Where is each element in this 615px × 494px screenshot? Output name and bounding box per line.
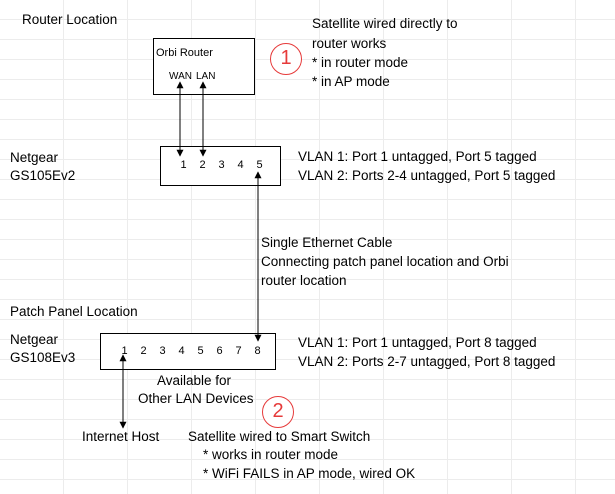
switch1-port-3: 3 <box>218 159 225 171</box>
switch2-port-4: 4 <box>178 345 185 357</box>
switch1-ports: 1 2 3 4 5 <box>174 159 269 172</box>
router-location-label: Router Location <box>22 12 118 27</box>
switch2-box: 1 2 3 4 5 6 7 8 <box>100 333 276 370</box>
note1-line-1: Satellite wired directly to <box>312 16 458 31</box>
switch2-name-line-2: GS108Ev3 <box>10 350 76 365</box>
switch2-name-line-1: Netgear <box>10 332 59 347</box>
orbi-router-box: Orbi Router WAN LAN <box>153 38 255 95</box>
patch-panel-location-label: Patch Panel Location <box>10 304 138 319</box>
switch1-port-1: 1 <box>180 159 187 171</box>
switch2-port-6: 6 <box>216 345 223 357</box>
callout-badge-2: 2 <box>262 396 294 428</box>
switch1-vlan-2: VLAN 2: Ports 2-4 untagged, Port 5 tagge… <box>298 168 556 183</box>
cable-note-line-3: router location <box>261 273 347 288</box>
orbi-lan-port-label: LAN <box>196 71 216 82</box>
switch2-port-8: 8 <box>254 345 261 357</box>
orbi-router-title: Orbi Router <box>156 47 213 59</box>
switch2-port-1: 1 <box>121 345 128 357</box>
switch1-box: 1 2 3 4 5 <box>160 146 281 186</box>
switch1-name-line-2: GS105Ev2 <box>10 168 76 183</box>
note1-line-2: router works <box>312 36 387 51</box>
internet-host-label: Internet Host <box>82 429 160 444</box>
note1-line-4: * in AP mode <box>312 74 390 89</box>
switch2-ports: 1 2 3 4 5 6 7 8 <box>115 345 267 358</box>
available-note-line-2: Other LAN Devices <box>138 391 254 406</box>
note2-line-2: * works in router mode <box>203 447 339 462</box>
switch1-port-5: 5 <box>256 159 263 171</box>
available-note-line-1: Available for <box>157 373 232 388</box>
switch1-port-2: 2 <box>199 159 206 171</box>
switch2-port-2: 2 <box>140 345 147 357</box>
switch1-port-4: 4 <box>237 159 244 171</box>
switch2-port-3: 3 <box>159 345 166 357</box>
cable-note-line-1: Single Ethernet Cable <box>261 235 393 250</box>
callout-badge-1: 1 <box>270 43 302 75</box>
note1-line-3: * in router mode <box>312 55 409 70</box>
orbi-wan-port-label: WAN <box>169 71 192 82</box>
note2-line-3: * WiFi FAILS in AP mode, wired OK <box>203 466 416 481</box>
switch2-vlan-2: VLAN 2: Ports 2-7 untagged, Port 8 tagge… <box>298 354 556 369</box>
note2-line-1: Satellite wired to Smart Switch <box>188 429 371 444</box>
switch1-vlan-1: VLAN 1: Port 1 untagged, Port 5 tagged <box>298 149 537 164</box>
switch2-port-5: 5 <box>197 345 204 357</box>
switch2-port-7: 7 <box>235 345 242 357</box>
cable-note-line-2: Connecting patch panel location and Orbi <box>261 254 509 269</box>
switch1-name-line-1: Netgear <box>10 150 59 165</box>
switch2-vlan-1: VLAN 1: Port 1 untagged, Port 8 tagged <box>298 335 537 350</box>
